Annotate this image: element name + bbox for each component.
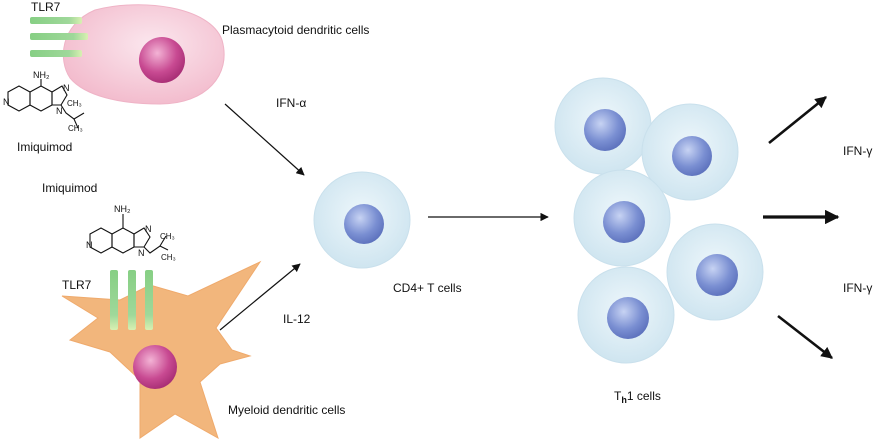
il12-label: IL-12 xyxy=(283,312,311,326)
th1-cell xyxy=(554,77,652,175)
ifn-alpha-arrow xyxy=(224,103,305,176)
n-label-top-2: N xyxy=(63,83,70,93)
th1-cell-cluster xyxy=(554,77,764,364)
n-label-mid-1: N xyxy=(86,240,93,250)
cd4-t-cell xyxy=(313,171,411,269)
th1-cell xyxy=(573,169,671,267)
n-label-top-3: N xyxy=(56,106,63,116)
ch3-label-mid-a: CH₃ xyxy=(160,232,175,241)
n-label-mid-2: N xyxy=(145,224,152,234)
pdc-nucleus xyxy=(139,37,185,83)
th1-cell xyxy=(641,103,739,201)
imiquimod-structure-top xyxy=(7,79,85,129)
th1-cells-label: Th1 cells xyxy=(614,389,661,405)
ch3-label-mid-b: CH₃ xyxy=(161,253,176,262)
th1-cell xyxy=(666,223,764,321)
n-label-top-1: N xyxy=(3,97,10,107)
imiquimod-label-mid: Imiquimod xyxy=(42,181,98,195)
ifn-gamma-label-1: IFN-γ xyxy=(843,144,873,158)
mdc-label: Myeloid dendritic cells xyxy=(228,403,346,417)
imiquimod-label-top: Imiquimod xyxy=(17,140,73,154)
pdc-label: Plasmacytoid dendritic cells xyxy=(222,23,370,37)
ch3-label-top-b: CH₃ xyxy=(68,124,83,133)
il12-arrow xyxy=(219,263,301,331)
cd4-t-cells-label: CD4+ T cells xyxy=(393,281,462,295)
nh2-label-mid: NH₂ xyxy=(114,204,131,214)
th1-cell xyxy=(577,266,675,364)
tlr7-label-top: TLR7 xyxy=(31,0,61,14)
nh2-label-top: NH₂ xyxy=(33,70,50,80)
ch3-label-top-a: CH₃ xyxy=(67,99,82,108)
ifn-gamma-arrow-up xyxy=(768,95,827,145)
ifn-gamma-label-2: IFN-γ xyxy=(843,281,873,295)
ifn-gamma-arrow-down xyxy=(777,314,833,360)
imiquimod-structure-mid xyxy=(89,214,169,254)
n-label-mid-3: N xyxy=(138,248,145,258)
ifn-alpha-label: IFN-α xyxy=(276,96,307,110)
plasmacytoid-dendritic-cell xyxy=(62,4,225,105)
mdc-nucleus xyxy=(133,345,177,389)
tlr7-receptors-bottom xyxy=(110,270,153,330)
tlr7-label-bottom: TLR7 xyxy=(62,278,92,292)
tlr7-receptors-top xyxy=(30,17,88,57)
